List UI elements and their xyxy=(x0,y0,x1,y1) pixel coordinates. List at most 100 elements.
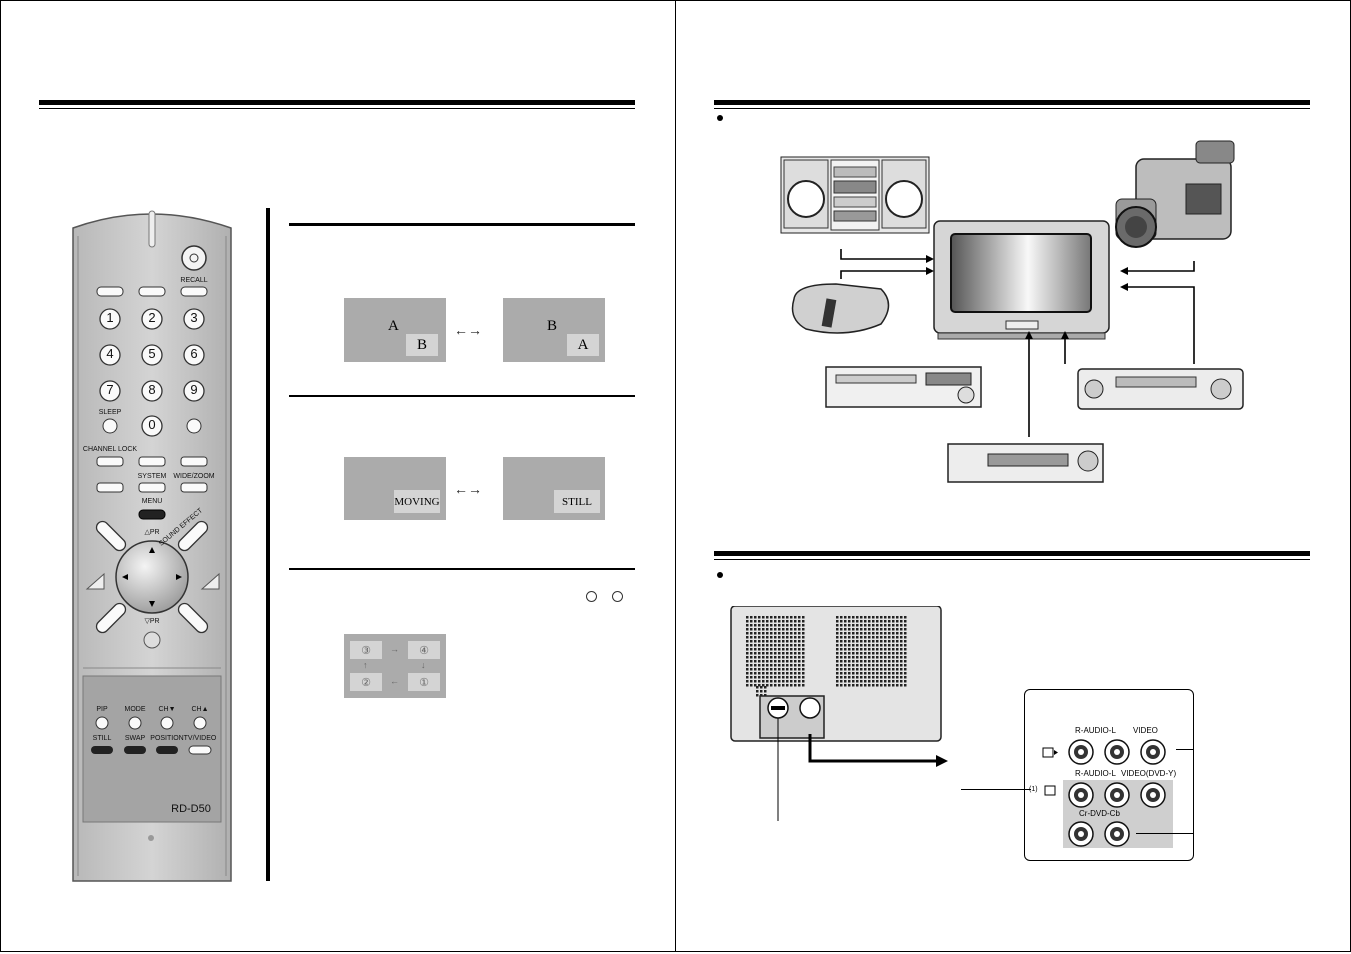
stereo-icon xyxy=(780,156,930,234)
section-divider xyxy=(266,208,270,881)
header-rule xyxy=(714,100,1310,105)
digit-button-9[interactable] xyxy=(183,380,205,402)
ch-down-button[interactable] xyxy=(160,716,174,730)
volume-down-icon[interactable] xyxy=(85,572,105,590)
game-console-icon xyxy=(791,283,890,334)
digit-label-5: 5 xyxy=(148,346,156,361)
digit-button-5[interactable] xyxy=(141,344,163,366)
wide-zoom-button[interactable] xyxy=(180,482,208,493)
row1-audio-label: R-AUDIO-L xyxy=(1075,726,1116,735)
row2-audio-label: R-AUDIO-L xyxy=(1075,769,1116,778)
digit-label-7: 7 xyxy=(106,382,114,397)
power-icon[interactable] xyxy=(189,253,199,263)
position-cell-2: ② xyxy=(350,673,382,691)
sub-picture: A xyxy=(567,334,599,356)
section2-rule xyxy=(289,395,635,397)
tv-rear-panel xyxy=(730,606,948,821)
callout-line xyxy=(961,789,1031,790)
dual-sound-button[interactable] xyxy=(96,482,124,493)
digit-button-3[interactable] xyxy=(183,308,205,330)
logo-icon[interactable] xyxy=(143,631,161,649)
dvd-player-icon xyxy=(825,366,982,408)
volume-up-icon[interactable] xyxy=(200,572,220,590)
callout-line xyxy=(1176,749,1194,750)
wide-zoom-label: WIDE/ZOOM xyxy=(173,473,215,480)
volume-down-button[interactable] xyxy=(94,601,128,635)
arrow-down-icon[interactable] xyxy=(149,601,155,607)
digit-button-8[interactable] xyxy=(141,380,163,402)
position-label: POSITION xyxy=(150,735,184,742)
menu-button[interactable] xyxy=(138,509,166,520)
position-screen: ③ → ④ ↑ ↓ ② ← ① xyxy=(344,634,446,698)
sleep-button[interactable] xyxy=(102,418,118,434)
pr-down-label: ▽PR xyxy=(144,618,160,625)
sleep-label: SLEEP xyxy=(98,409,122,416)
arrow-up-icon[interactable] xyxy=(149,547,155,553)
swap-arrow: ←→ xyxy=(454,322,482,338)
digit-label-2: 2 xyxy=(148,310,156,325)
pip-label: PIP xyxy=(96,706,108,713)
pip-button[interactable] xyxy=(95,716,109,730)
digit-label-4: 4 xyxy=(106,346,114,361)
channel-lock-button[interactable] xyxy=(96,456,124,467)
still-button[interactable] xyxy=(91,746,113,754)
mode-button[interactable] xyxy=(128,716,142,730)
row3-label: Cr-DVD-Cb xyxy=(1079,809,1120,818)
sound-effect-button[interactable] xyxy=(176,519,210,553)
volume-up-button[interactable] xyxy=(176,601,210,635)
circle-mark-icon xyxy=(612,591,623,602)
header-rule xyxy=(39,100,635,105)
digit-button-0[interactable] xyxy=(141,415,163,437)
main-label: A xyxy=(388,318,399,334)
blank-button-2[interactable] xyxy=(180,456,208,467)
still-label: STILL xyxy=(92,735,112,742)
header-rule-thin xyxy=(39,108,635,109)
ch-up-button[interactable] xyxy=(193,716,207,730)
row2-video-label: VIDEO(DVD-Y) xyxy=(1121,769,1177,778)
digit-button-2[interactable] xyxy=(141,308,163,330)
recall-button[interactable] xyxy=(180,286,208,297)
system-label: SYSTEM xyxy=(137,473,167,480)
digit-button-1[interactable] xyxy=(99,308,121,330)
bullet-icon xyxy=(717,572,723,578)
tv-video-label: TV/VIDEO xyxy=(183,735,217,742)
picture-mode-button[interactable] xyxy=(186,418,202,434)
power-button[interactable] xyxy=(181,245,207,271)
digit-label-9: 9 xyxy=(190,382,198,397)
position-cell-4: ④ xyxy=(408,641,440,659)
digit-label-1: 1 xyxy=(106,310,114,325)
header-rule-2 xyxy=(714,551,1310,556)
digit-button-6[interactable] xyxy=(183,344,205,366)
vcr-icon xyxy=(1077,368,1244,410)
input-1-mark: (1) xyxy=(1029,786,1038,793)
ch-up-label: CH▲ xyxy=(191,706,209,713)
swap-button[interactable] xyxy=(124,746,146,754)
menu-label: MENU xyxy=(141,498,163,505)
connection-diagram xyxy=(780,140,1244,483)
header-rule-2-thin xyxy=(714,559,1310,560)
recall-label: RECALL xyxy=(180,277,208,284)
circle-mark-icon xyxy=(586,591,597,602)
position-cell-1: ① xyxy=(408,673,440,691)
sub-picture: B xyxy=(406,334,438,356)
arrow-left-icon[interactable] xyxy=(122,574,128,580)
bullet-icon xyxy=(717,115,723,121)
digit-button-4[interactable] xyxy=(99,344,121,366)
right-page: R-AUDIO-L VIDEO R-AUDIO-L VIDEO(DVD-Y) C… xyxy=(675,0,1351,952)
swap-screen-2: B A xyxy=(503,298,605,362)
system-button[interactable] xyxy=(138,482,166,493)
arrow-right-icon[interactable] xyxy=(176,574,182,580)
tv-video-button[interactable] xyxy=(188,745,212,755)
navigation-pad[interactable] xyxy=(115,540,189,614)
swap-label: SWAP xyxy=(124,735,146,742)
mix-button[interactable] xyxy=(138,286,166,297)
tv-dvd-button[interactable] xyxy=(94,519,128,553)
blank-button[interactable] xyxy=(138,456,166,467)
position-button[interactable] xyxy=(156,746,178,754)
digit-button-7[interactable] xyxy=(99,380,121,402)
mode-label: MODE xyxy=(124,706,146,713)
teletext-button[interactable] xyxy=(96,286,124,297)
still-screen-1: MOVING xyxy=(344,457,446,520)
arrow-down-icon: ↓ xyxy=(421,660,426,670)
